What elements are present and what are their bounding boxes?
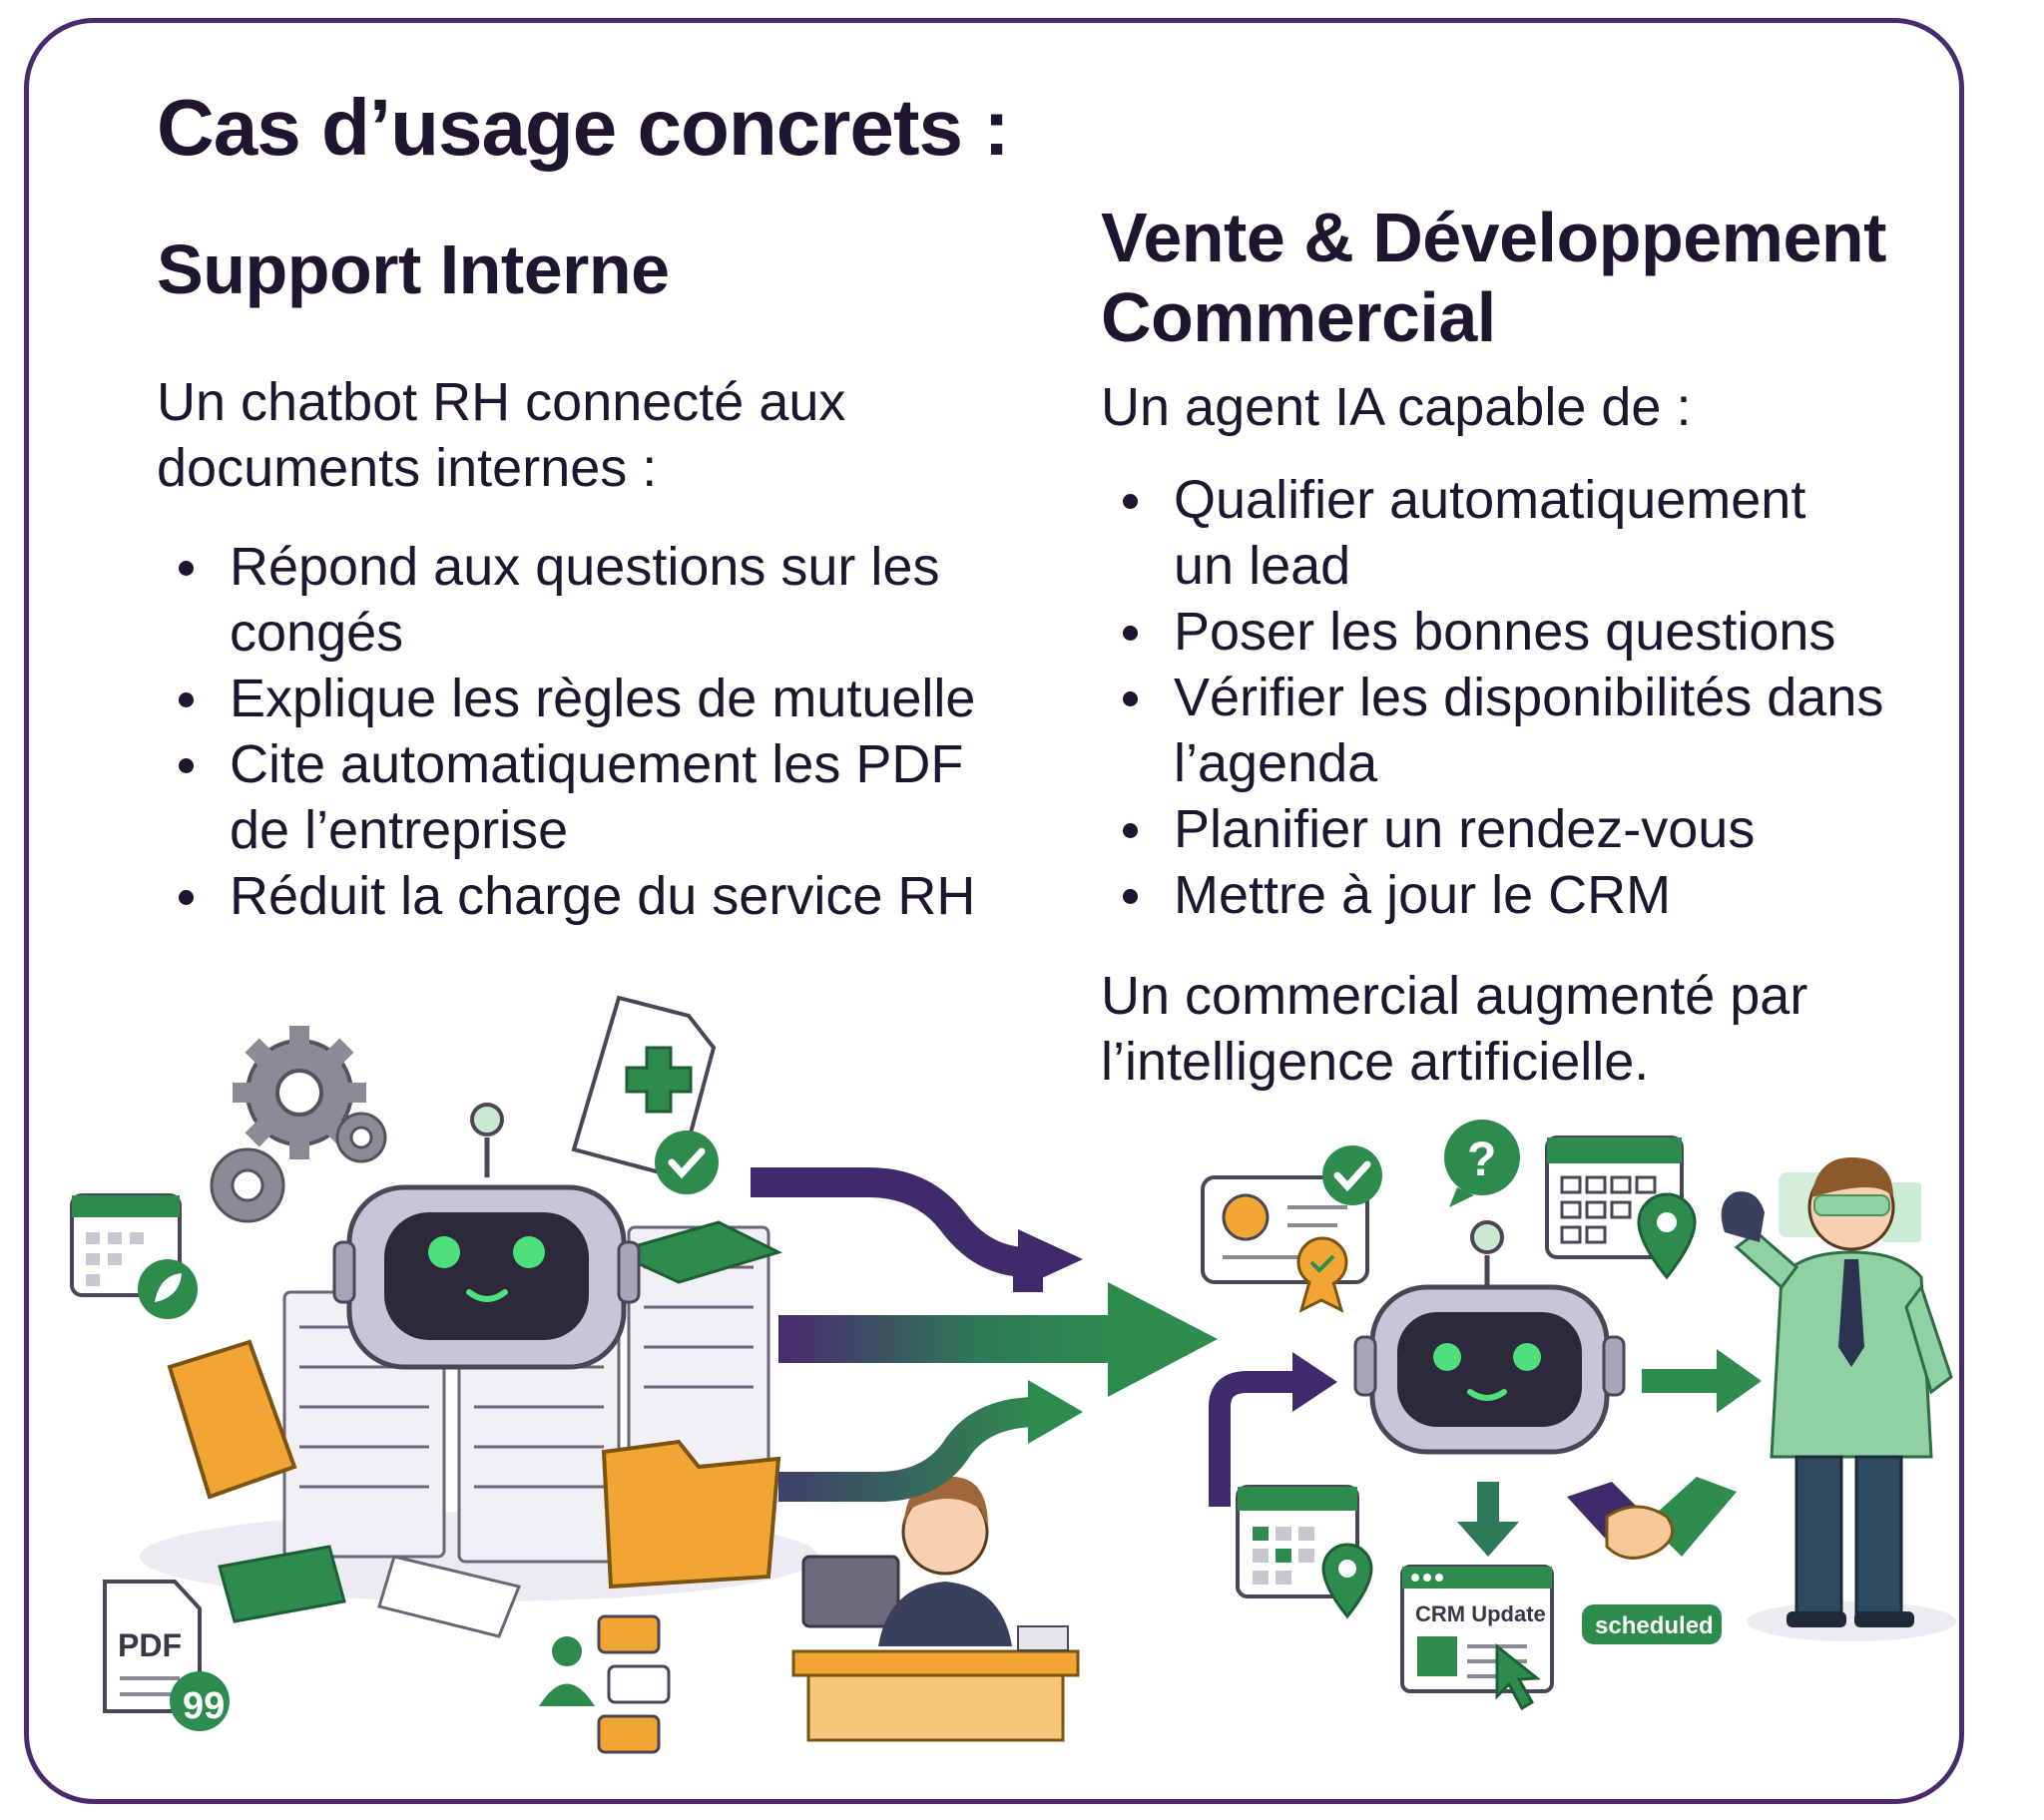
right-bullet-list: Qualifier automatiquement un lead Poser … [1101,467,1979,928]
robot-icon [1353,1220,1626,1455]
left-intro-line: Un chatbot RH connecté aux [157,372,846,432]
check-icon [655,1131,719,1194]
cursor-icon [1495,1642,1542,1711]
paper-sheet [218,1545,346,1623]
left-intro: Un chatbot RH connecté aux documents int… [157,369,845,501]
left-bullet-item: Explique les règles de mutuelle [157,666,1025,731]
quote-icon: 99 [170,1671,230,1731]
right-bullet-item: Poser les bonnes questions [1101,599,1979,665]
gear-icon [335,1112,387,1163]
left-bullet-list: Répond aux questions sur les congés Expl… [157,534,1025,929]
scheduled-badge: scheduled [1582,1604,1722,1644]
calendar-icon [70,1193,182,1297]
arrow-icon [1209,1352,1337,1507]
arrow-icon [1457,1482,1519,1557]
leaf-icon [138,1259,198,1319]
arrow-icon [751,1167,1083,1292]
desk-illustration [791,1476,1080,1742]
scheduled-label: scheduled [1595,1612,1714,1639]
folder-icon [601,1439,781,1590]
paper-sheet [377,1555,522,1638]
left-intro-line: documents internes : [157,438,658,498]
right-bullet-item: Planifier un rendez-vous [1101,796,1979,862]
left-bullet-item: Réduit la charge du service RH [157,863,1025,929]
arrow-icon [778,1380,1083,1502]
profile-card-icon [1201,1175,1369,1284]
calendar-icon [1545,1136,1684,1259]
left-heading: Support Interne [157,230,670,308]
user-icon [539,1636,595,1706]
chat-icon [597,1614,671,1754]
left-bullet-item: Répond aux questions sur les congés [157,534,1025,666]
handshake-icon [1567,1477,1737,1560]
left-bullet-item: Cite automatiquement les PDF de l’entrep… [157,731,1025,863]
robot-icon [332,1103,641,1370]
quote-mark: 99 [183,1685,225,1727]
calendar-icon [1236,1485,1359,1598]
folder-icon [167,1339,297,1500]
businessman-illustration [1721,1157,1956,1641]
right-conclusion: Un commercial augmenté par l’intelligenc… [1101,966,1808,1092]
pdf-label: PDF [118,1627,182,1663]
right-intro: Un agent IA capable de : [1101,377,1692,437]
right-heading: Vente & Développement Commercial [1101,199,1886,356]
arrow-icon [1642,1349,1762,1413]
location-pin-icon [1321,1543,1373,1619]
question-icon: ? [1444,1120,1520,1207]
gear-icon [210,1147,285,1223]
check-icon [1322,1145,1382,1205]
page-title: Cas d’usage concrets : [157,83,1010,172]
pdf-file-icon: PDF [103,1580,202,1713]
crm-update-label: CRM Update [1415,1601,1546,1626]
arrow-icon [778,1282,1218,1397]
folder-icon [609,1220,783,1284]
location-pin-icon [1637,1192,1697,1280]
question-mark: ? [1467,1134,1496,1186]
right-bullet-item: Mettre à jour le CRM [1101,862,1979,928]
badge-icon [1296,1236,1348,1313]
right-bullet-item: Vérifier les disponibilités dans l’agend… [1101,665,1979,796]
right-bullet-item: Qualifier automatiquement un lead [1101,467,1979,599]
